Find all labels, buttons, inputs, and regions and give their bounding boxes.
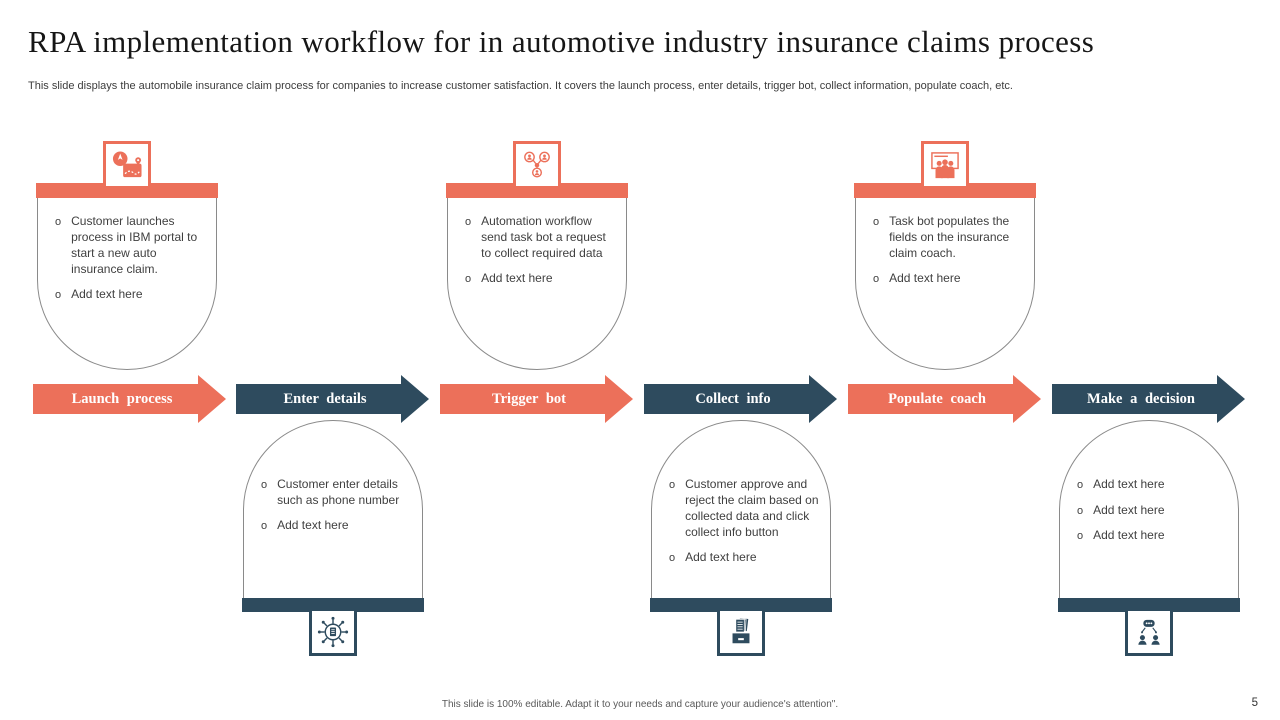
collect-info-icon-box <box>717 608 765 656</box>
bullet-text: Automation workflow send task bot a requ… <box>481 214 606 260</box>
connected-users-icon <box>524 151 550 178</box>
bullet-text: Add text here <box>277 517 349 532</box>
populate-coach-card: o Task bot populates the fields on the in… <box>854 183 1036 370</box>
page-number: 5 <box>1251 697 1258 709</box>
trigger-bot-icon-box <box>513 141 561 189</box>
bullet-text: Add text here <box>481 270 553 285</box>
arrow-label: Launch process <box>71 391 173 407</box>
list-item: o Add text here <box>873 271 1026 288</box>
arrow-label: Trigger bot <box>492 391 566 407</box>
bullet-marker: o <box>261 479 268 491</box>
collect-info-bullets: o Customer approve and reject the claim b… <box>652 477 830 575</box>
arrow-label: Populate coach <box>888 391 986 407</box>
card-footer-bar <box>650 598 832 612</box>
arrow-enter-details: Enter details <box>236 375 429 423</box>
page-subtitle: This slide displays the automobile insur… <box>28 80 1013 92</box>
bullet-text: Customer enter details such as phone num… <box>277 477 400 507</box>
list-item: o Add text here <box>261 518 417 535</box>
footer-note: This slide is 100% editable. Adapt it to… <box>441 699 839 710</box>
bullet-text: Add text here <box>71 286 143 301</box>
bullet-marker: o <box>465 272 472 285</box>
arrow-collect-info: Collect info <box>644 375 837 423</box>
list-item: o Add text here <box>55 287 208 304</box>
list-item: o Customer enter details such as phone nu… <box>261 477 417 509</box>
collect-info-card: o Customer approve and reject the claim b… <box>650 420 832 612</box>
bullet-text: Add text here <box>1093 477 1165 491</box>
list-item: o Add text here <box>1077 477 1233 494</box>
list-item: o Task bot populates the fields on the in… <box>873 214 1026 262</box>
card-footer-bar <box>242 598 424 612</box>
list-item: o Add text here <box>1077 503 1233 520</box>
arrow-label: Collect info <box>695 391 771 407</box>
list-item: o Add text here <box>465 271 618 288</box>
bullet-text: Task bot populates the fields on the ins… <box>889 214 1010 260</box>
bullet-marker: o <box>873 216 880 228</box>
launch-process-bullets: o Customer launches process in IBM portal… <box>38 214 216 312</box>
list-item: o Customer approve and reject the claim b… <box>669 477 825 541</box>
card-footer-bar <box>1058 598 1240 612</box>
bullet-marker: o <box>1077 479 1084 491</box>
bullet-text: Add text here <box>1093 528 1165 542</box>
team-presentation-icon <box>931 151 959 178</box>
populate-coach-bullets: o Task bot populates the fields on the in… <box>856 214 1034 296</box>
enter-details-bullets: o Customer enter details such as phone nu… <box>244 477 422 543</box>
bullet-marker: o <box>669 551 676 564</box>
bullet-marker: o <box>669 479 676 491</box>
list-item: o Add text here <box>669 550 825 567</box>
make-a-decision-icon-box <box>1125 608 1173 656</box>
arrow-populate-coach: Populate coach <box>848 375 1041 423</box>
bullet-marker: o <box>1077 504 1084 517</box>
list-item: o Customer launches process in IBM portal… <box>55 214 208 278</box>
trigger-bot-bullets: o Automation workflow send task bot a req… <box>448 214 626 296</box>
populate-coach-icon-box <box>921 141 969 189</box>
bot-people-decision-icon <box>1138 619 1160 645</box>
bullet-text: Customer launches process in IBM portal … <box>71 214 198 276</box>
launch-process-card: o Customer launches process in IBM portal… <box>36 183 218 370</box>
card-header-bar <box>446 183 628 198</box>
card-header-bar <box>36 183 218 198</box>
list-item: o Add text here <box>1077 528 1233 545</box>
trigger-bot-card: o Automation workflow send task bot a req… <box>446 183 628 370</box>
bullet-text: Customer approve and reject the claim ba… <box>685 477 819 539</box>
document-archive-icon <box>732 617 750 644</box>
list-item: o Automation workflow send task bot a req… <box>465 214 618 262</box>
rocket-route-map-icon <box>112 150 142 177</box>
bullet-marker: o <box>1077 530 1084 542</box>
card-header-bar <box>854 183 1036 198</box>
launch-process-icon-box <box>103 141 151 189</box>
bullet-marker: o <box>55 288 62 301</box>
page-title: RPA implementation workflow for in autom… <box>28 24 1095 59</box>
arrow-label: Enter details <box>283 391 367 407</box>
bullet-marker: o <box>55 216 62 228</box>
arrow-label: Make a decision <box>1087 391 1195 407</box>
arrow-trigger-bot: Trigger bot <box>440 375 633 423</box>
bullet-marker: o <box>873 272 880 285</box>
document-network-icon <box>317 616 349 648</box>
arrow-make-a-decision: Make a decision <box>1052 375 1245 423</box>
arrow-launch-process: Launch process <box>33 375 226 423</box>
bullet-marker: o <box>261 519 268 532</box>
enter-details-icon-box <box>309 608 357 656</box>
bullet-text: Add text here <box>889 270 961 285</box>
bullet-text: Add text here <box>1093 502 1165 517</box>
bullet-marker: o <box>465 216 472 228</box>
enter-details-card: o Customer enter details such as phone nu… <box>242 420 424 612</box>
bullet-text: Add text here <box>685 549 757 564</box>
